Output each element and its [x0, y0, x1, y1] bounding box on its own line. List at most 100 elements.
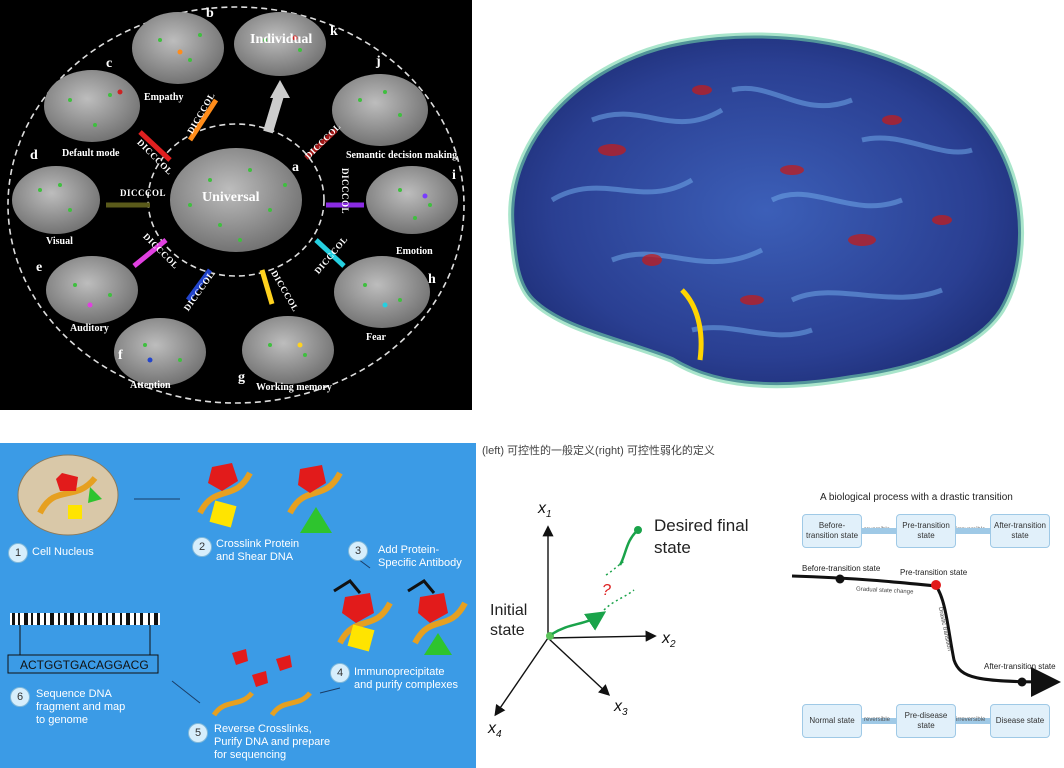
step-1-number: 1 [8, 543, 28, 563]
state-space-plot [494, 525, 657, 717]
region-letter-k: k [330, 24, 338, 39]
protein-yellow-4 [347, 624, 375, 652]
box-pre-disease-state: Pre-disease state [896, 704, 956, 738]
box-after-transition: After-transition state [990, 514, 1050, 548]
region-label-empathy: Empathy [144, 92, 184, 103]
trajectory-dotted-2 [605, 559, 627, 576]
label-x3: x3 [614, 698, 628, 719]
protein-green-3 [300, 507, 332, 533]
axis-x3 [547, 637, 611, 696]
step-5-text-2: Purify DNA and prepare [214, 736, 331, 748]
brain-visual [12, 166, 100, 234]
region-label-default-mode: Default mode [62, 148, 120, 159]
free-dna-1 [211, 691, 254, 717]
arrow-reversible-bottom: reversible [864, 717, 891, 723]
desired-state-label-2: state [654, 538, 691, 557]
label-x2: x2 [662, 630, 676, 651]
free-protein-1 [232, 649, 248, 665]
free-dna-2 [269, 691, 312, 717]
initial-state-label-2: state [490, 622, 525, 639]
brain-attention [114, 318, 206, 386]
step-5-text-1: Reverse Crosslinks, [214, 723, 312, 735]
brain-working-memory [242, 316, 334, 384]
dicccol-colored-nodes [87, 35, 428, 363]
outer-dashed-ring [7, 6, 465, 404]
individual-label: Individual [250, 32, 313, 47]
arrow-reversible-top: reversible [864, 527, 891, 533]
chip-seq-graphic [7, 454, 468, 717]
dna-helix-1 [37, 475, 98, 515]
inner-dashed-ring [147, 123, 325, 277]
step-3-number: 3 [348, 541, 368, 561]
region-letter-g: g [238, 370, 245, 385]
region-letter-h: h [428, 272, 436, 287]
region-label-working-memory: Working memory [256, 382, 332, 393]
region-label-semantic: Semantic decision making [346, 150, 458, 161]
step-6-number: 6 [10, 687, 30, 707]
brain-auditory [46, 256, 138, 324]
brain-surface-render [508, 32, 1024, 389]
box-normal-state: Normal state [802, 704, 862, 738]
step-4-text-1: Immunoprecipitate [354, 666, 445, 678]
protein-yellow-2 [209, 500, 237, 528]
step-4-text-2: and purify complexes [354, 679, 458, 691]
region-letter-b: b [206, 6, 214, 21]
universal-brain [170, 148, 302, 252]
dicccol-nodes [38, 33, 432, 362]
step-2-text-2: and Shear DNA [216, 551, 294, 563]
arrow-irreversible-bottom: irreversible [956, 717, 986, 723]
brain-fiber-panel [472, 0, 1064, 410]
step-3-text-2: Specific Antibody [378, 557, 462, 569]
initial-state-label-1: Initial [490, 602, 528, 619]
curve-label-gradual: Gradual state change [855, 586, 914, 596]
question-mark: ? [602, 582, 611, 599]
protein-red-1 [56, 473, 78, 491]
axis-x4 [494, 637, 549, 717]
step-5-number: 5 [188, 723, 208, 743]
sequence-text: ACTGGTGACAGGACG [20, 658, 149, 672]
controllability-panel: (left) 可控性的一般定义(right) 可控性弱化的定义 x1 x2 x3… [476, 430, 1064, 768]
dicccol-arrows [106, 90, 364, 305]
protein-green-1 [88, 487, 102, 503]
individual-arrow-head [270, 80, 290, 98]
brain-fear [334, 256, 430, 328]
curve-label-before: Before-transition state [802, 564, 881, 573]
activation-spots [598, 85, 952, 305]
label-x4: x4 [488, 720, 502, 741]
dna-helix-5 [412, 601, 468, 645]
desired-state-label-1: Desired final [654, 516, 749, 535]
box-pre-transition: Pre-transition state [896, 514, 956, 548]
step-1-text: Cell Nucleus [32, 546, 94, 558]
region-letter-i: i [452, 168, 456, 183]
region-label-visual: Visual [46, 236, 73, 247]
yellow-fiber-bundle [680, 288, 704, 361]
region-letter-f: f [118, 348, 123, 363]
protein-yellow-1 [68, 505, 82, 519]
protein-red-4 [342, 593, 374, 623]
step-3-text-1: Add Protein- [378, 544, 440, 556]
step-2-number: 2 [192, 537, 212, 557]
sequence-barcode [10, 613, 160, 655]
curve-label-drastic: Drastic transition [936, 606, 952, 652]
brain-default-mode [44, 70, 140, 142]
box-disease-state: Disease state [990, 704, 1050, 738]
axis-x2 [547, 630, 657, 642]
region-letter-j: j [376, 54, 381, 69]
protein-red-3 [298, 465, 326, 493]
protein-red-5 [418, 593, 448, 623]
arrow-irreversible-top: irreversible [956, 527, 986, 533]
dicccol-graphic [7, 6, 465, 404]
brain-individual [234, 12, 326, 76]
before-point [835, 574, 845, 584]
after-point [1017, 677, 1027, 687]
pre-transition-point [931, 580, 941, 590]
step-6-text-2: fragment and map [36, 701, 126, 713]
arrow-5-6 [171, 680, 201, 704]
region-letter-e: e [36, 260, 43, 275]
step-5-text-3: for sequencing [214, 749, 287, 761]
step-4-number: 4 [330, 663, 350, 683]
curve-label-pre: Pre-transition state [900, 568, 968, 577]
step-2-text-1: Crosslink Protein [216, 538, 300, 550]
center-letter: a [292, 160, 299, 175]
dicccol-network-panel: Universal a Individual b Empathy c Defau… [0, 0, 472, 410]
